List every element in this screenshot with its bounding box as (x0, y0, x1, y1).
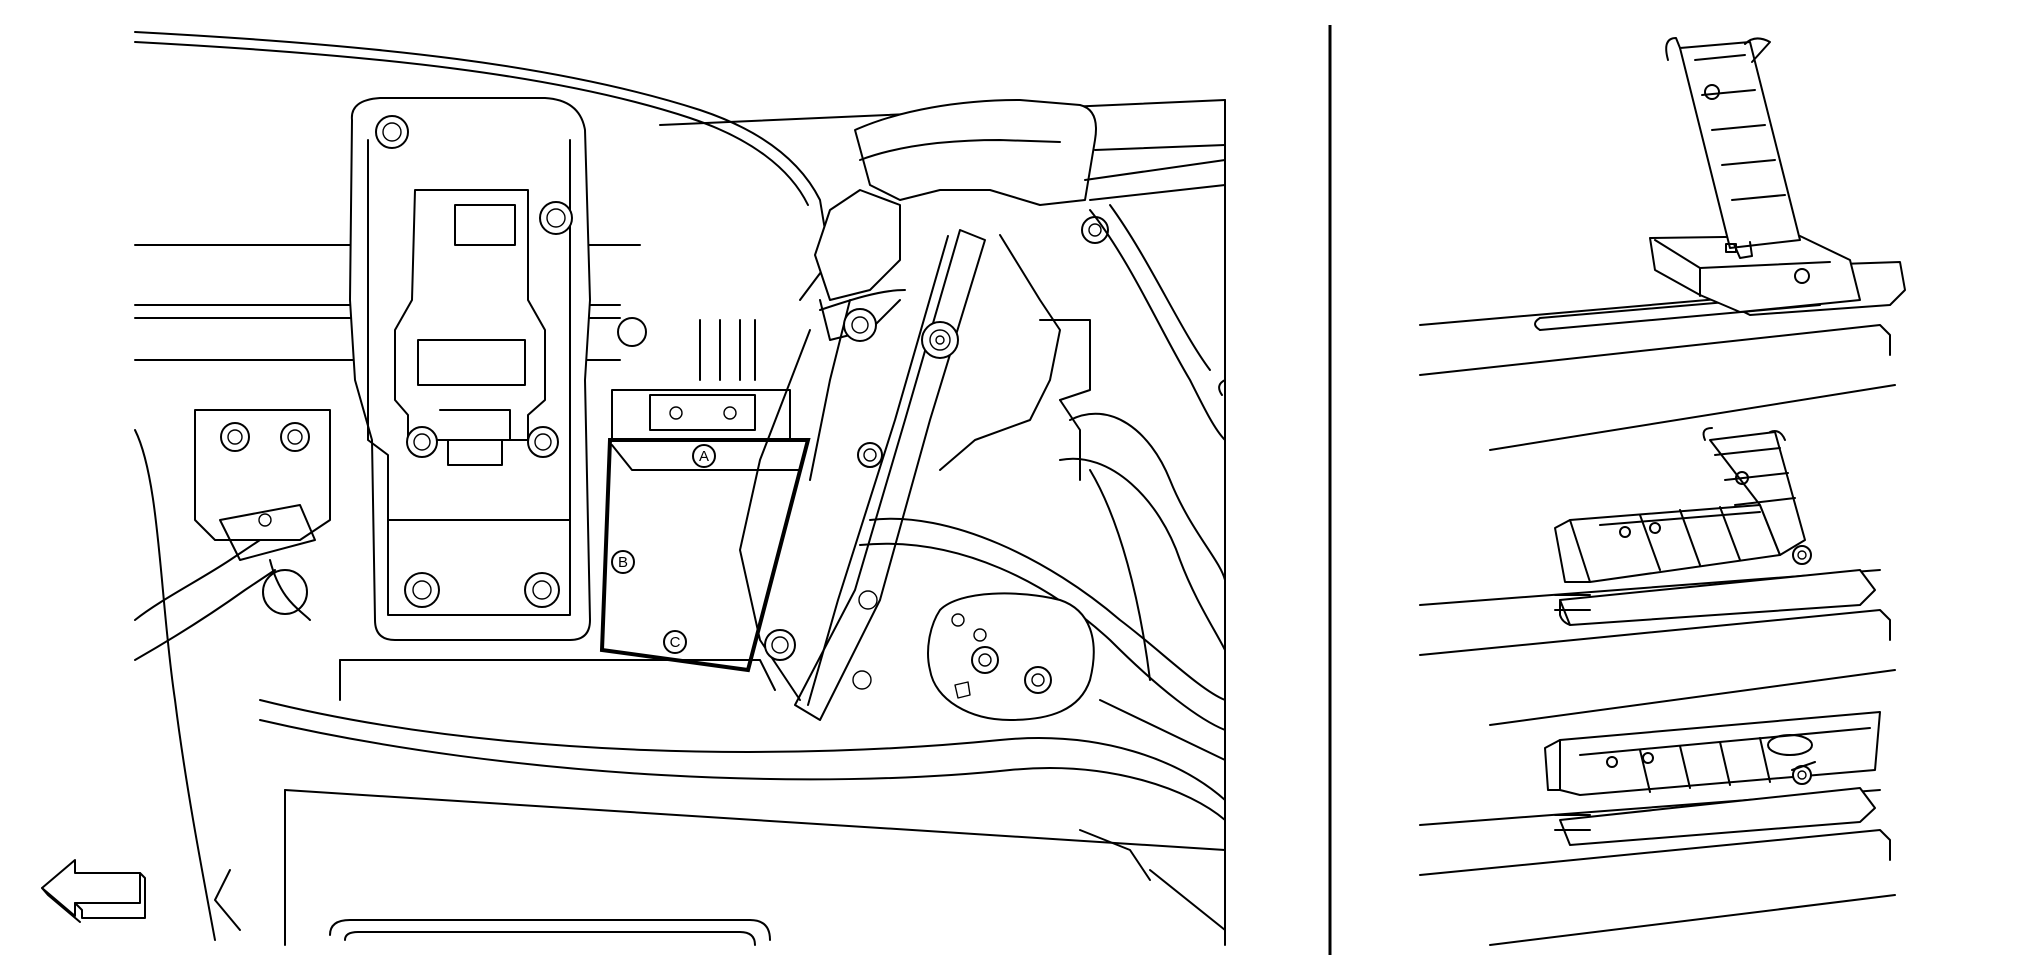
nut-bracket (194, 409, 331, 541)
latch-step-2 (1419, 427, 1896, 726)
bolt (404, 572, 440, 608)
callout-b: B (611, 550, 635, 574)
trim-panel (599, 438, 811, 673)
bolt (539, 201, 573, 235)
bolt (764, 629, 796, 661)
bolt (524, 572, 560, 608)
svg-text:C: C (670, 634, 681, 651)
nut (280, 422, 310, 452)
bolt (921, 321, 959, 359)
svg-text:A: A (699, 448, 709, 465)
bolt (843, 308, 877, 342)
mounting-plate (927, 592, 1095, 721)
bolt (857, 442, 883, 468)
svg-text:B: B (618, 554, 628, 571)
bolt (527, 426, 559, 458)
callout-a: A (692, 444, 716, 468)
main-assembly-view (134, 31, 1226, 946)
left-arrow-icon (41, 859, 146, 923)
hinge-bracket (349, 97, 591, 641)
bolt (406, 426, 438, 458)
latch-step-3 (1419, 711, 1896, 946)
belt-trim (814, 99, 1226, 341)
nut (220, 422, 250, 452)
latch-step-1 (1419, 37, 1906, 451)
bolt (375, 115, 409, 149)
callout-c: C (663, 630, 687, 654)
